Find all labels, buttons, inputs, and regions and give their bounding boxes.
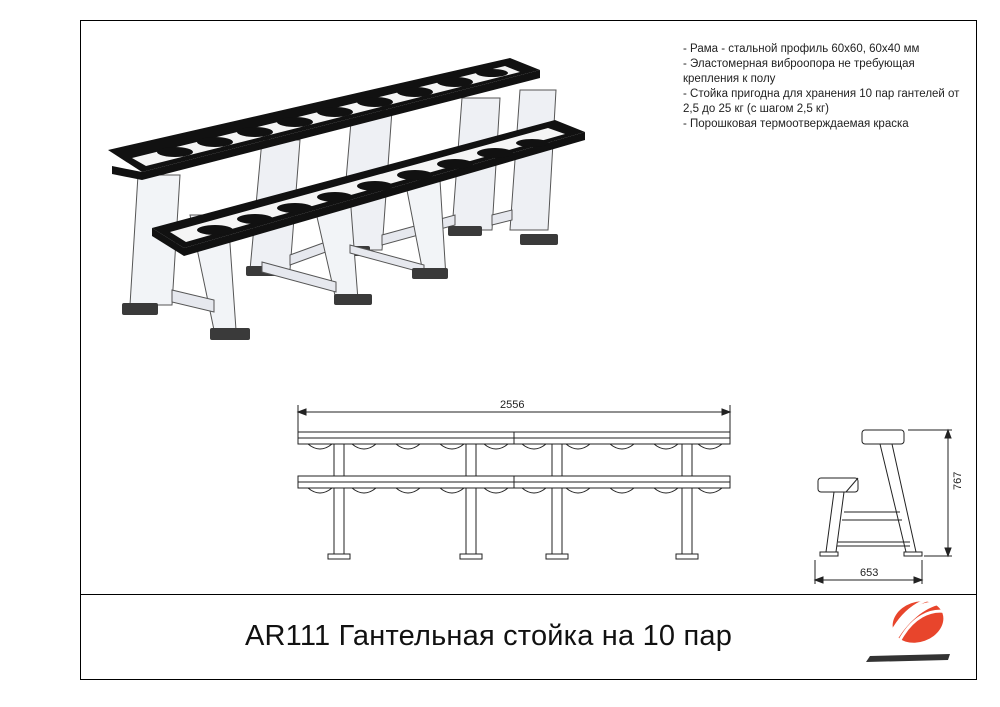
side-view-drawing <box>813 428 952 584</box>
rack-3d-render <box>108 58 585 340</box>
spec-note: - Эластомерная виброопора не требующая к… <box>683 58 915 85</box>
spec-notes: - Рама - стальной профиль 60х60, 60х40 м… <box>683 42 968 132</box>
drawing-frame <box>80 20 977 680</box>
depth-dimension-label: 653 <box>860 567 879 579</box>
page-title: AR111 Гантельная стойка на 10 пар <box>245 620 733 652</box>
spec-note: - Стойка пригодна для хранения 10 пар га… <box>683 88 960 115</box>
front-view-drawing <box>296 405 732 560</box>
height-dimension-label: 767 <box>952 471 964 490</box>
arms-logo <box>866 596 950 662</box>
spec-note: - Рама - стальной профиль 60х60, 60х40 м… <box>683 43 920 55</box>
spec-note: - Порошковая термоотверждаемая краска <box>683 118 909 130</box>
length-dimension-label: 2556 <box>500 399 525 411</box>
title-block-divider <box>80 594 977 595</box>
